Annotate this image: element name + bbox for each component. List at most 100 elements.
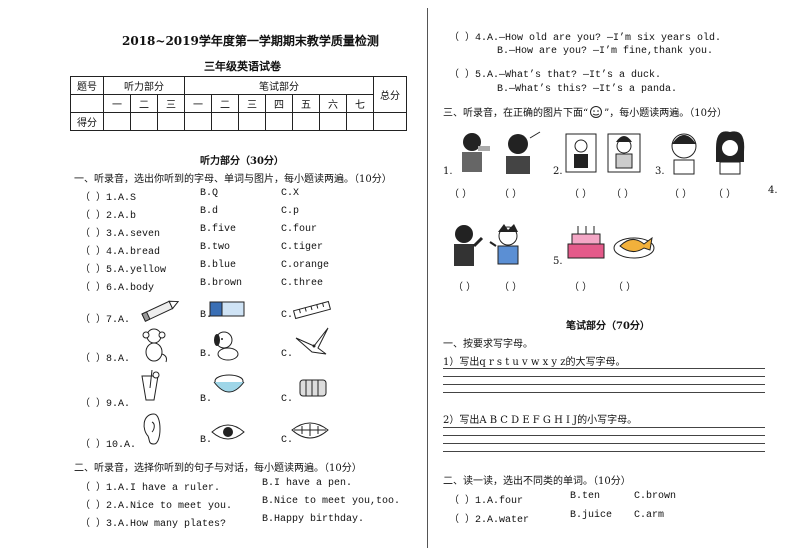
- listening-q2-instructions: 二、听录音，选择你听到的句子与对话，每小题读两遍。（10分）: [74, 463, 362, 474]
- score-table: 题号 听力部分 笔试部分 总分 一 二 三 一 二 三 四 五 六 七 得分: [70, 76, 407, 131]
- writing-q1-instructions: 一、按要求写字母。: [443, 339, 533, 350]
- writing-line[interactable]: [443, 443, 765, 444]
- score-table-row-score: 得分: [70, 112, 104, 131]
- dog-icon: [214, 331, 239, 361]
- score-table-header-total: 总分: [373, 76, 407, 113]
- eraser-icon: [209, 301, 245, 317]
- score-table-num: 三: [238, 94, 266, 113]
- score-cell[interactable]: [265, 112, 293, 131]
- question-number: （ ）3.A.How many plates?: [80, 519, 227, 530]
- score-table-num: 六: [319, 94, 347, 113]
- writing-line[interactable]: [443, 368, 765, 369]
- writing-line[interactable]: [443, 392, 765, 393]
- option-c: C.arm: [634, 510, 665, 521]
- score-cell-total[interactable]: [373, 112, 407, 131]
- answer-paren[interactable]: （ ）: [499, 282, 523, 293]
- score-table-num: 四: [265, 94, 293, 113]
- writing-line[interactable]: [443, 376, 765, 377]
- question-number: （ ）4.A.bread: [80, 247, 161, 258]
- question-number: （ ）10.A.: [80, 440, 137, 451]
- option-b: B.I have a pen.: [262, 478, 353, 489]
- option-c: C.four: [281, 224, 318, 235]
- question-number: （ ）3.A.seven: [80, 229, 161, 240]
- answer-paren[interactable]: （ ）: [613, 282, 637, 293]
- writing-q2-instructions: 二、读一读，选出不同类的单词。（10分）: [443, 476, 631, 487]
- window-scene-pictures: [565, 133, 641, 173]
- score-cell[interactable]: [292, 112, 320, 131]
- writing-q1-part1: 1）写出q r s t u v w x y z的大写字母。: [443, 357, 626, 368]
- option-c: C.: [281, 349, 294, 360]
- eye-icon: [211, 424, 245, 440]
- question-number: （ ）4.A.—How old are you? —I’m six years …: [449, 33, 722, 44]
- score-table-header-tihao: 题号: [70, 76, 104, 95]
- option-b: B.: [200, 310, 213, 321]
- option-b: B.—How are you? —I’m fine,thank you.: [497, 46, 714, 57]
- writing-line[interactable]: [443, 384, 765, 385]
- option-b: B.Happy birthday.: [262, 514, 365, 525]
- birthday-cake-icon: [567, 226, 605, 259]
- answer-paren[interactable]: （ ）: [569, 189, 593, 200]
- boy-greeting-pictures: [462, 131, 541, 174]
- writing-line[interactable]: [443, 435, 765, 436]
- answer-paren[interactable]: （ ）: [449, 189, 473, 200]
- option-c: C.p: [281, 206, 300, 217]
- question-number: （ ）1.A.four: [449, 496, 524, 507]
- answer-paren[interactable]: （ ）: [669, 189, 693, 200]
- answer-paren[interactable]: （ ）: [713, 189, 737, 200]
- instructions-head: 三、听录音，在正确的图片下面“: [443, 108, 589, 119]
- picture-number: 2.: [553, 166, 563, 177]
- column-divider: [427, 8, 428, 548]
- listening-q3-instructions: 三、听录音，在正确的图片下面“”，每小题读两遍。（10分）: [443, 104, 727, 119]
- listening-q1-instructions: 一、听录音，选出你听到的字母、单词与图片，每小题读两遍。（10分）: [74, 174, 392, 185]
- score-cell[interactable]: [184, 112, 212, 131]
- option-b: B.d: [200, 206, 219, 217]
- answer-paren[interactable]: （ ）: [611, 189, 635, 200]
- answer-paren[interactable]: （ ）: [569, 282, 593, 293]
- ruler-icon: [292, 300, 332, 320]
- answer-paren[interactable]: （ ）: [453, 282, 477, 293]
- writing-line[interactable]: [443, 427, 765, 428]
- exam-subtitle: 三年级英语试卷: [204, 60, 281, 73]
- score-cell[interactable]: [103, 112, 131, 131]
- writing-q1-part2: 2）写出A B C D E F G H I J的小写字母。: [443, 415, 638, 426]
- mouth-icon: [291, 422, 329, 439]
- score-cell[interactable]: [130, 112, 158, 131]
- score-cell[interactable]: [211, 112, 239, 131]
- question-number: （ ）5.A.yellow: [80, 265, 167, 276]
- picture-number: 5.: [553, 256, 563, 267]
- score-cell[interactable]: [319, 112, 347, 131]
- score-cell[interactable]: [346, 112, 374, 131]
- option-c: C.: [281, 310, 294, 321]
- question-number: （ ）1.A.I have a ruler.: [80, 483, 221, 494]
- boy-girl-pictures: [671, 131, 745, 175]
- option-b: B.: [200, 435, 213, 446]
- option-b: B.Nice to meet you,too.: [262, 496, 401, 507]
- juice-glass-icon: [141, 369, 160, 401]
- smiley-face-icon: [590, 106, 603, 118]
- question-number: （ ）2.A.Nice to meet you.: [80, 501, 233, 512]
- option-c: C.brown: [634, 491, 677, 502]
- exam-title: 2018~2019学年度第一学期期末教学质量检测: [122, 34, 379, 48]
- bread-icon: [299, 379, 327, 397]
- option-c: C.: [281, 435, 294, 446]
- writing-line[interactable]: [443, 451, 765, 452]
- question-number: （ ）1.A.S: [80, 193, 137, 204]
- score-table-header-listening: 听力部分: [103, 76, 185, 95]
- option-b: B.: [200, 394, 213, 405]
- picture-number: 4.: [768, 185, 778, 196]
- option-b: B.brown: [200, 278, 243, 289]
- score-cell[interactable]: [157, 112, 185, 131]
- question-number: （ ）2.A.b: [80, 211, 137, 222]
- boys-waving-pictures: [454, 224, 519, 266]
- option-b: B.juice: [570, 510, 613, 521]
- score-table-num: 七: [346, 94, 374, 113]
- option-c: C.tiger: [281, 242, 324, 253]
- score-cell[interactable]: [238, 112, 266, 131]
- question-number: （ ）2.A.water: [449, 515, 530, 526]
- ear-icon: [143, 413, 161, 445]
- picture-number: 1.: [443, 166, 453, 177]
- option-b: B.ten: [570, 491, 601, 502]
- pencil-icon: [141, 300, 180, 322]
- answer-paren[interactable]: （ ）: [499, 189, 523, 200]
- score-table-num: 五: [292, 94, 320, 113]
